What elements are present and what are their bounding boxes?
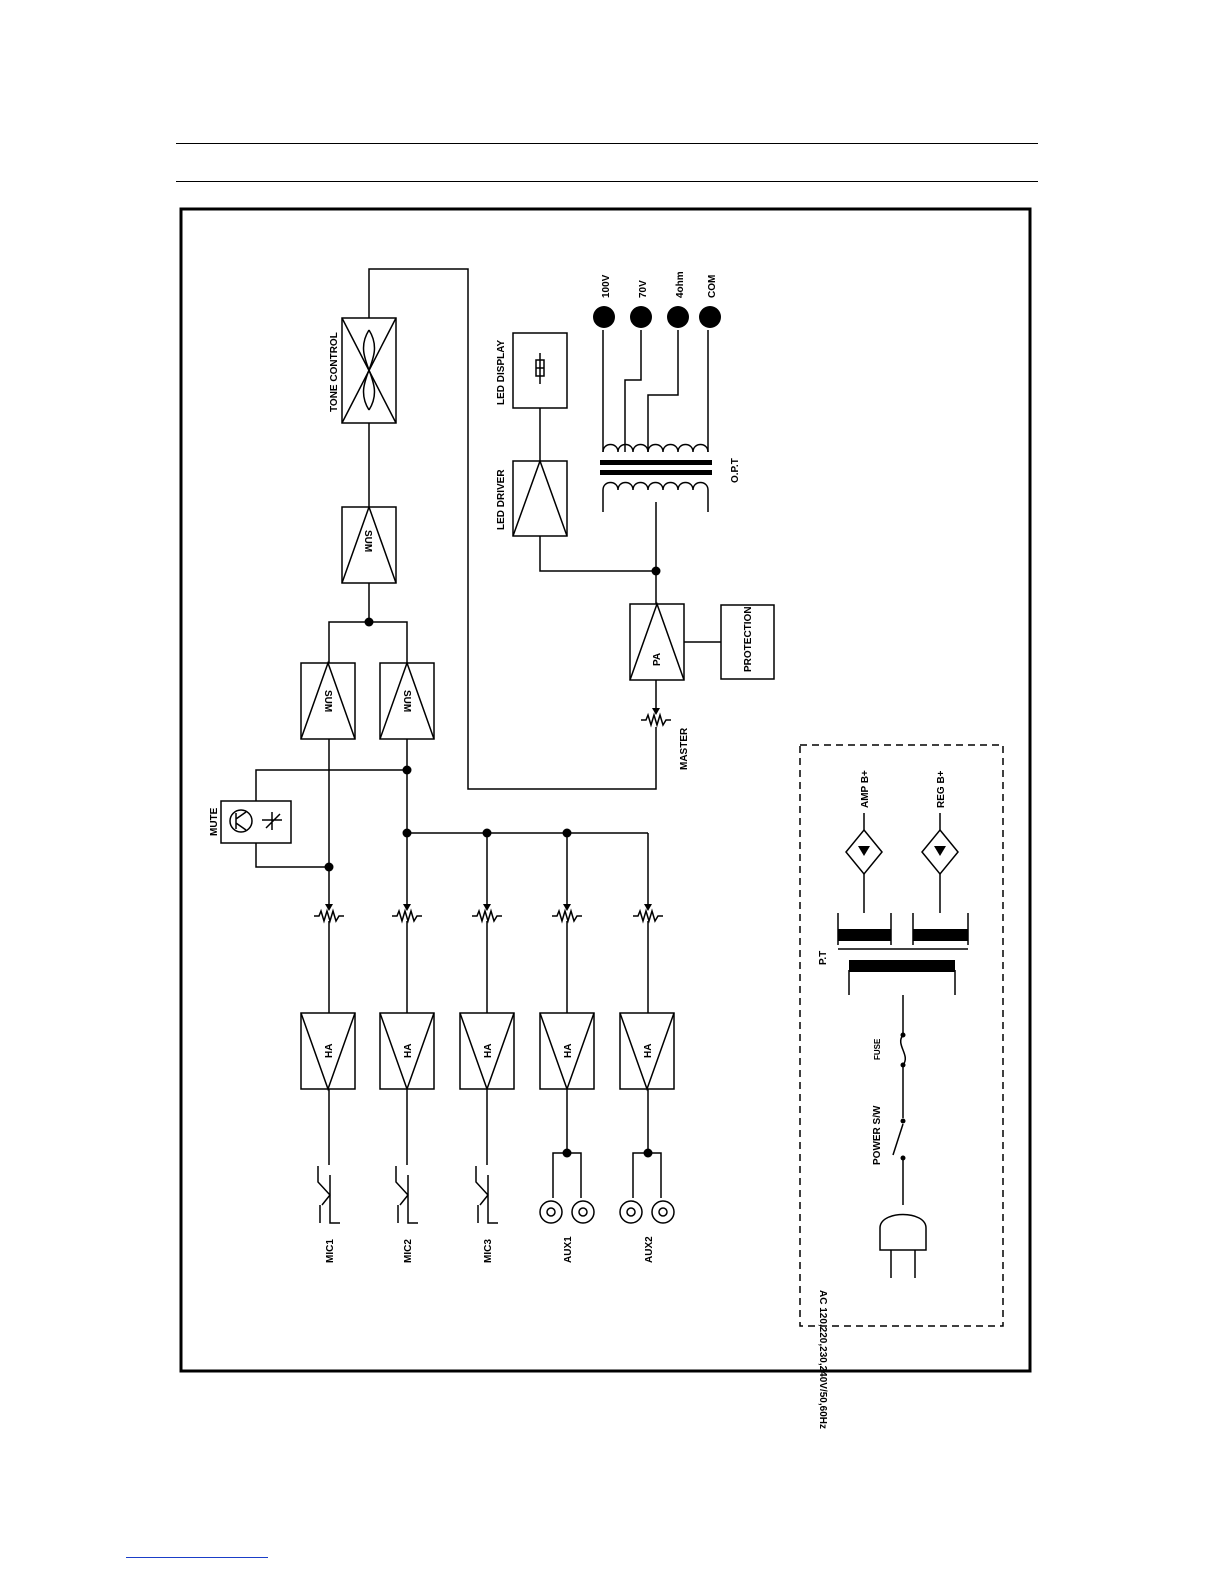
input-label-5: AUX2 xyxy=(644,1236,655,1263)
led-display-label: LED DISPLAY xyxy=(496,339,507,405)
mute-label: MUTE xyxy=(209,807,220,836)
opt-label: O.P.T xyxy=(730,458,741,483)
sum-main-label: SUM xyxy=(362,530,373,552)
ac-plug xyxy=(880,1215,926,1279)
junction-dots xyxy=(325,567,661,1158)
reg-b-label: REG B+ xyxy=(936,770,947,808)
input-label-3: MIC3 xyxy=(483,1239,494,1263)
tone-control-label: TONE CONTROL xyxy=(329,332,340,412)
power-switch-symbol xyxy=(893,1124,903,1155)
amp-b-label: AMP B+ xyxy=(860,770,871,808)
ha-label-1: HA xyxy=(324,1044,335,1058)
pa-block xyxy=(630,604,684,680)
output-terminals xyxy=(593,306,721,328)
ha-label-4: HA xyxy=(563,1044,574,1058)
ac-label: AC 120,220,230,240V/50,60Hz xyxy=(817,1290,828,1429)
ha-label-2: HA xyxy=(403,1044,414,1058)
aux-jacks xyxy=(540,1153,674,1223)
input-label-2: MIC2 xyxy=(403,1239,414,1263)
sum-right-label: SUM xyxy=(401,690,412,712)
tone-control-block xyxy=(342,318,396,423)
master-label: MASTER xyxy=(679,727,690,770)
fuse-label: FUSE xyxy=(873,1038,882,1060)
output-transformer xyxy=(603,330,708,512)
protection-label: PROTECTION xyxy=(743,606,754,672)
led-driver-label: LED DRIVER xyxy=(496,469,507,530)
output-label-4: COM xyxy=(707,275,718,298)
fuse-symbol xyxy=(901,1035,906,1065)
power-switch-label: POWER S/W xyxy=(872,1105,883,1165)
master-pot xyxy=(641,715,671,725)
mute-block xyxy=(221,801,291,843)
output-label-1: 100V xyxy=(601,274,612,298)
input-label-1: MIC1 xyxy=(325,1239,336,1263)
ha-label-3: HA xyxy=(483,1044,494,1058)
sum-left-label: SUM xyxy=(322,690,333,712)
output-label-3: 4ohm xyxy=(675,271,686,298)
input-label-4: AUX1 xyxy=(563,1236,574,1263)
led-display-block xyxy=(513,333,567,408)
input-pots xyxy=(314,911,663,921)
output-label-2: 70V xyxy=(638,280,649,298)
mic-jacks xyxy=(318,1166,498,1223)
bridge-rectifiers xyxy=(846,813,958,913)
pa-label: PA xyxy=(652,653,663,666)
footnote-rule xyxy=(126,1557,268,1558)
pt-label: P.T xyxy=(818,951,829,965)
ha-label-5: HA xyxy=(643,1044,654,1058)
power-transformer xyxy=(838,913,968,995)
led-driver-block xyxy=(513,461,567,536)
arrowheads xyxy=(325,708,660,911)
